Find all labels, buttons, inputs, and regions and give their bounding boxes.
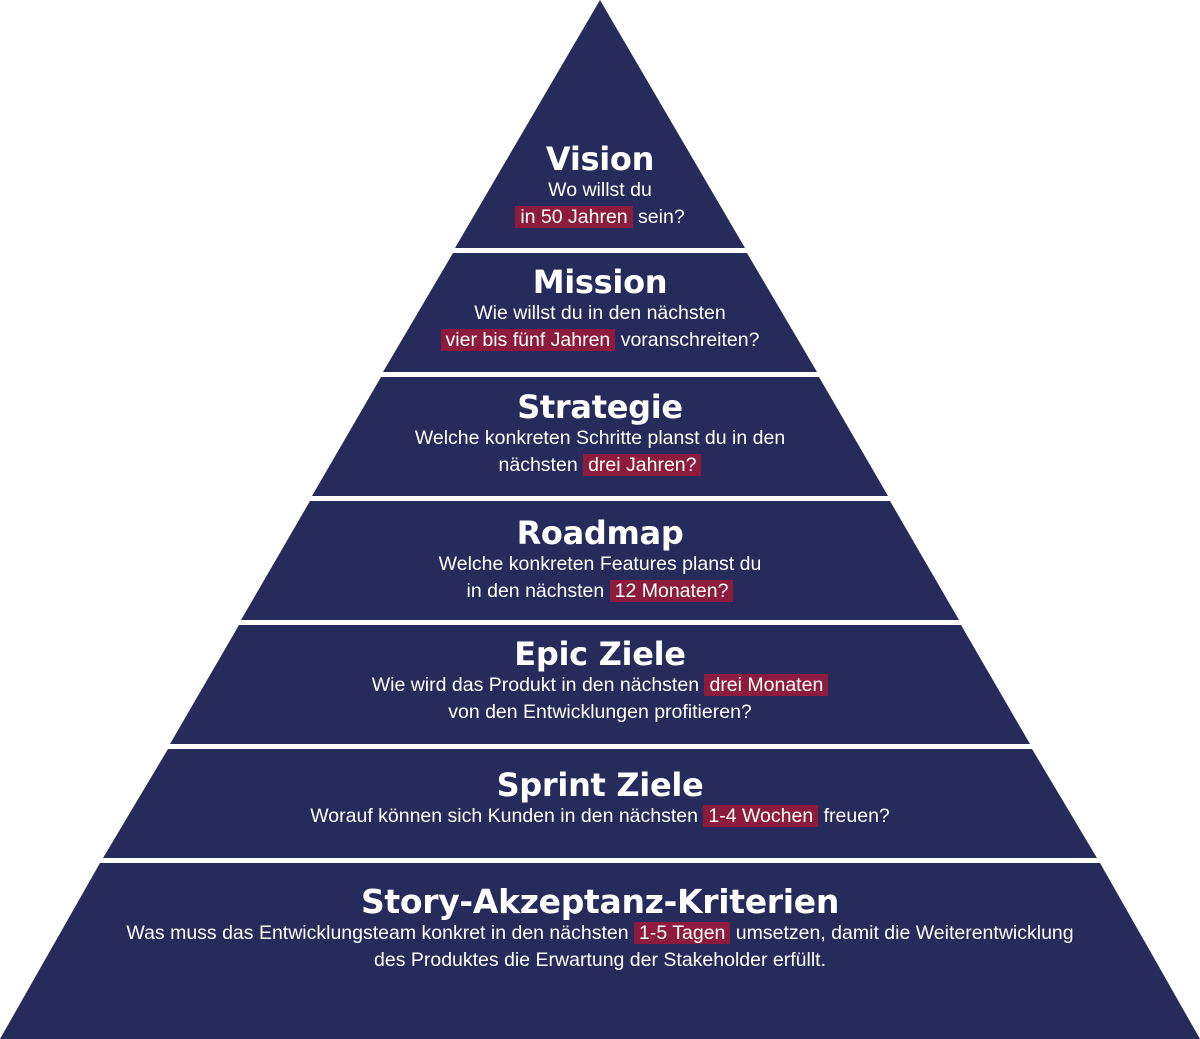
layer-title: Epic Ziele bbox=[514, 635, 686, 673]
question-text: Wo willst du bbox=[548, 179, 652, 201]
layer-story-akzeptanz-kriterien: Story-Akzeptanz-Kriterien Was muss das E… bbox=[0, 884, 1200, 974]
timeframe-highlight: vier bis fünf Jahren bbox=[440, 329, 616, 351]
question-text: in den nächsten bbox=[466, 580, 610, 602]
layer-question-line-1: Welche konkreten Features planst du bbox=[0, 551, 1200, 578]
layer-roadmap-shape bbox=[241, 501, 959, 620]
layer-question-line-2: vier bis fünf Jahren voranschreiten? bbox=[0, 327, 1200, 354]
layer-sprint-ziele: Sprint Ziele Worauf können sich Kunden i… bbox=[0, 767, 1200, 830]
question-text: Welche konkreten Features planst du bbox=[438, 553, 762, 575]
question-text: von den Entwicklungen profitieren? bbox=[448, 701, 752, 723]
layer-title: Roadmap bbox=[516, 514, 684, 552]
layer-question-line-1: Worauf können sich Kunden in den nächste… bbox=[0, 803, 1200, 830]
layer-strategie-shape bbox=[312, 377, 888, 496]
question-text: Wie willst du in den nächsten bbox=[474, 302, 726, 324]
layer-question-line-2: in den nächsten 12 Monaten? bbox=[0, 578, 1200, 605]
layer-question-line-2: in 50 Jahren sein? bbox=[0, 204, 1200, 231]
layer-vision: Vision Wo willst du in 50 Jahren sein? bbox=[0, 141, 1200, 231]
question-text: Worauf können sich Kunden in den nächste… bbox=[310, 805, 704, 827]
layer-sprint-ziele-shape bbox=[103, 749, 1097, 858]
layer-question-line-2: des Produktes die Erwartung der Stakehol… bbox=[0, 947, 1200, 974]
question-text: Welche konkreten Schritte planst du in d… bbox=[414, 427, 786, 449]
layer-roadmap: Roadmap Welche konkreten Features planst… bbox=[0, 515, 1200, 605]
layer-question-line-1: Wo willst du bbox=[0, 177, 1200, 204]
layer-story-shape bbox=[0, 863, 1200, 1039]
layer-epic-ziele-shape bbox=[170, 625, 1030, 744]
layer-question-line-2: nächsten drei Jahren? bbox=[0, 452, 1200, 479]
layer-title: Story-Akzeptanz-Kriterien bbox=[360, 882, 840, 921]
question-text: voranschreiten? bbox=[615, 329, 760, 351]
question-text: freuen? bbox=[818, 805, 890, 827]
layer-strategie: Strategie Welche konkreten Schritte plan… bbox=[0, 389, 1200, 479]
layer-question-line-2: von den Entwicklungen profitieren? bbox=[0, 699, 1200, 726]
layer-question-line-1: Was muss das Entwicklungsteam konkret in… bbox=[0, 920, 1200, 947]
timeframe-highlight: 1-5 Tagen bbox=[634, 922, 731, 944]
timeframe-highlight: 12 Monaten? bbox=[609, 580, 734, 602]
layer-vision-shape bbox=[455, 0, 745, 248]
question-text: sein? bbox=[632, 206, 685, 228]
layer-question-line-1: Wie wird das Produkt in den nächsten dre… bbox=[0, 672, 1200, 699]
layer-title: Mission bbox=[532, 263, 668, 301]
question-text: des Produktes die Erwartung der Stakehol… bbox=[374, 949, 826, 971]
timeframe-highlight: 1-4 Wochen bbox=[703, 805, 819, 827]
question-text: umsetzen, damit die Weiterentwicklung bbox=[730, 922, 1074, 944]
timeframe-highlight: drei Monaten bbox=[704, 674, 829, 696]
layer-title: Sprint Ziele bbox=[496, 766, 704, 804]
timeframe-highlight: drei Jahren? bbox=[583, 454, 702, 476]
layer-title: Strategie bbox=[517, 388, 683, 426]
layer-question-line-1: Wie willst du in den nächsten bbox=[0, 300, 1200, 327]
question-text: Wie wird das Produkt in den nächsten bbox=[371, 674, 705, 696]
layer-title: Vision bbox=[545, 140, 655, 178]
layer-question-line-1: Welche konkreten Schritte planst du in d… bbox=[0, 425, 1200, 452]
layer-mission: Mission Wie willst du in den nächsten vi… bbox=[0, 264, 1200, 354]
timeframe-highlight: in 50 Jahren bbox=[515, 206, 633, 228]
question-text: Was muss das Entwicklungsteam konkret in… bbox=[126, 922, 634, 944]
question-text: nächsten bbox=[498, 454, 584, 476]
layer-epic-ziele: Epic Ziele Wie wird das Produkt in den n… bbox=[0, 636, 1200, 726]
